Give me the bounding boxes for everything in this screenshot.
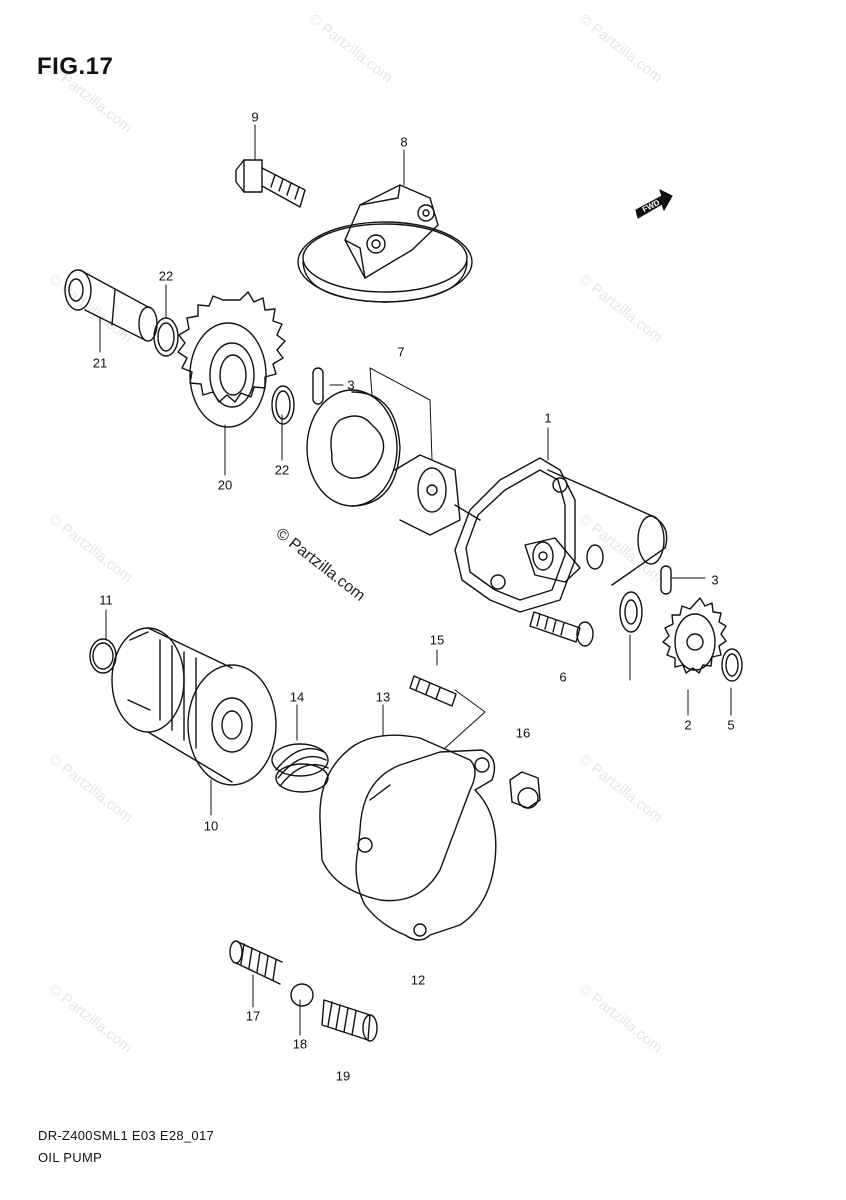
circlip-22-lower bbox=[271, 385, 295, 425]
callout-2[interactable]: 2 bbox=[684, 717, 692, 733]
screw-6 bbox=[529, 611, 594, 647]
ball-18 bbox=[290, 983, 314, 1007]
filter-cap-12 bbox=[355, 749, 497, 941]
callout-14[interactable]: 14 bbox=[289, 689, 305, 705]
washer bbox=[619, 591, 643, 633]
callout-1[interactable]: 1 bbox=[544, 410, 552, 426]
callout-3-upper[interactable]: 3 bbox=[347, 377, 355, 393]
oil-filter-10 bbox=[111, 627, 277, 786]
shaft-21 bbox=[64, 269, 158, 342]
spring-17 bbox=[229, 940, 283, 985]
gear-2 bbox=[662, 597, 727, 674]
callout-9[interactable]: 9 bbox=[251, 109, 259, 125]
fwd-arrow-icon bbox=[635, 189, 673, 219]
callout-22-lower[interactable]: 22 bbox=[274, 462, 290, 478]
callout-16[interactable]: 16 bbox=[515, 725, 531, 741]
callout-21[interactable]: 21 bbox=[92, 355, 108, 371]
stud-15 bbox=[409, 675, 457, 707]
callout-11[interactable]: 11 bbox=[99, 592, 113, 608]
callout-19[interactable]: 19 bbox=[335, 1068, 351, 1084]
callout-22-upper[interactable]: 22 bbox=[158, 268, 174, 284]
pump-body-1 bbox=[454, 457, 668, 613]
callout-5[interactable]: 5 bbox=[727, 717, 735, 733]
o-ring-11 bbox=[89, 638, 117, 674]
callout-10[interactable]: 10 bbox=[203, 818, 219, 834]
callout-7[interactable]: 7 bbox=[397, 344, 405, 360]
leader-lines bbox=[99, 124, 732, 1036]
spring-14 bbox=[271, 743, 329, 793]
callout-18[interactable]: 18 bbox=[292, 1036, 308, 1052]
callout-15[interactable]: 15 bbox=[429, 632, 445, 648]
callout-3-right[interactable]: 3 bbox=[711, 572, 719, 588]
model-code: DR-Z400SML1 E03 E28_017 bbox=[38, 1128, 215, 1143]
callout-8[interactable]: 8 bbox=[400, 134, 408, 150]
cap-nut-16 bbox=[509, 771, 541, 809]
callout-6[interactable]: 6 bbox=[559, 669, 567, 685]
rotor-7 bbox=[306, 389, 461, 536]
pin-3-upper bbox=[312, 367, 324, 405]
callout-20[interactable]: 20 bbox=[217, 477, 233, 493]
circlip-5 bbox=[721, 648, 743, 682]
callout-13[interactable]: 13 bbox=[375, 689, 391, 705]
gear-20 bbox=[177, 291, 286, 428]
plug-19 bbox=[321, 999, 378, 1042]
figure-name: OIL PUMP bbox=[38, 1150, 103, 1165]
bolt-9 bbox=[235, 159, 306, 208]
callout-17[interactable]: 17 bbox=[245, 1008, 261, 1024]
pin-3-right bbox=[660, 565, 672, 595]
callout-12[interactable]: 12 bbox=[410, 972, 426, 988]
cover-8 bbox=[297, 184, 473, 303]
figure-title: FIG.17 bbox=[37, 53, 114, 80]
circlip-22-upper bbox=[153, 317, 179, 357]
gasket-13 bbox=[319, 734, 476, 902]
